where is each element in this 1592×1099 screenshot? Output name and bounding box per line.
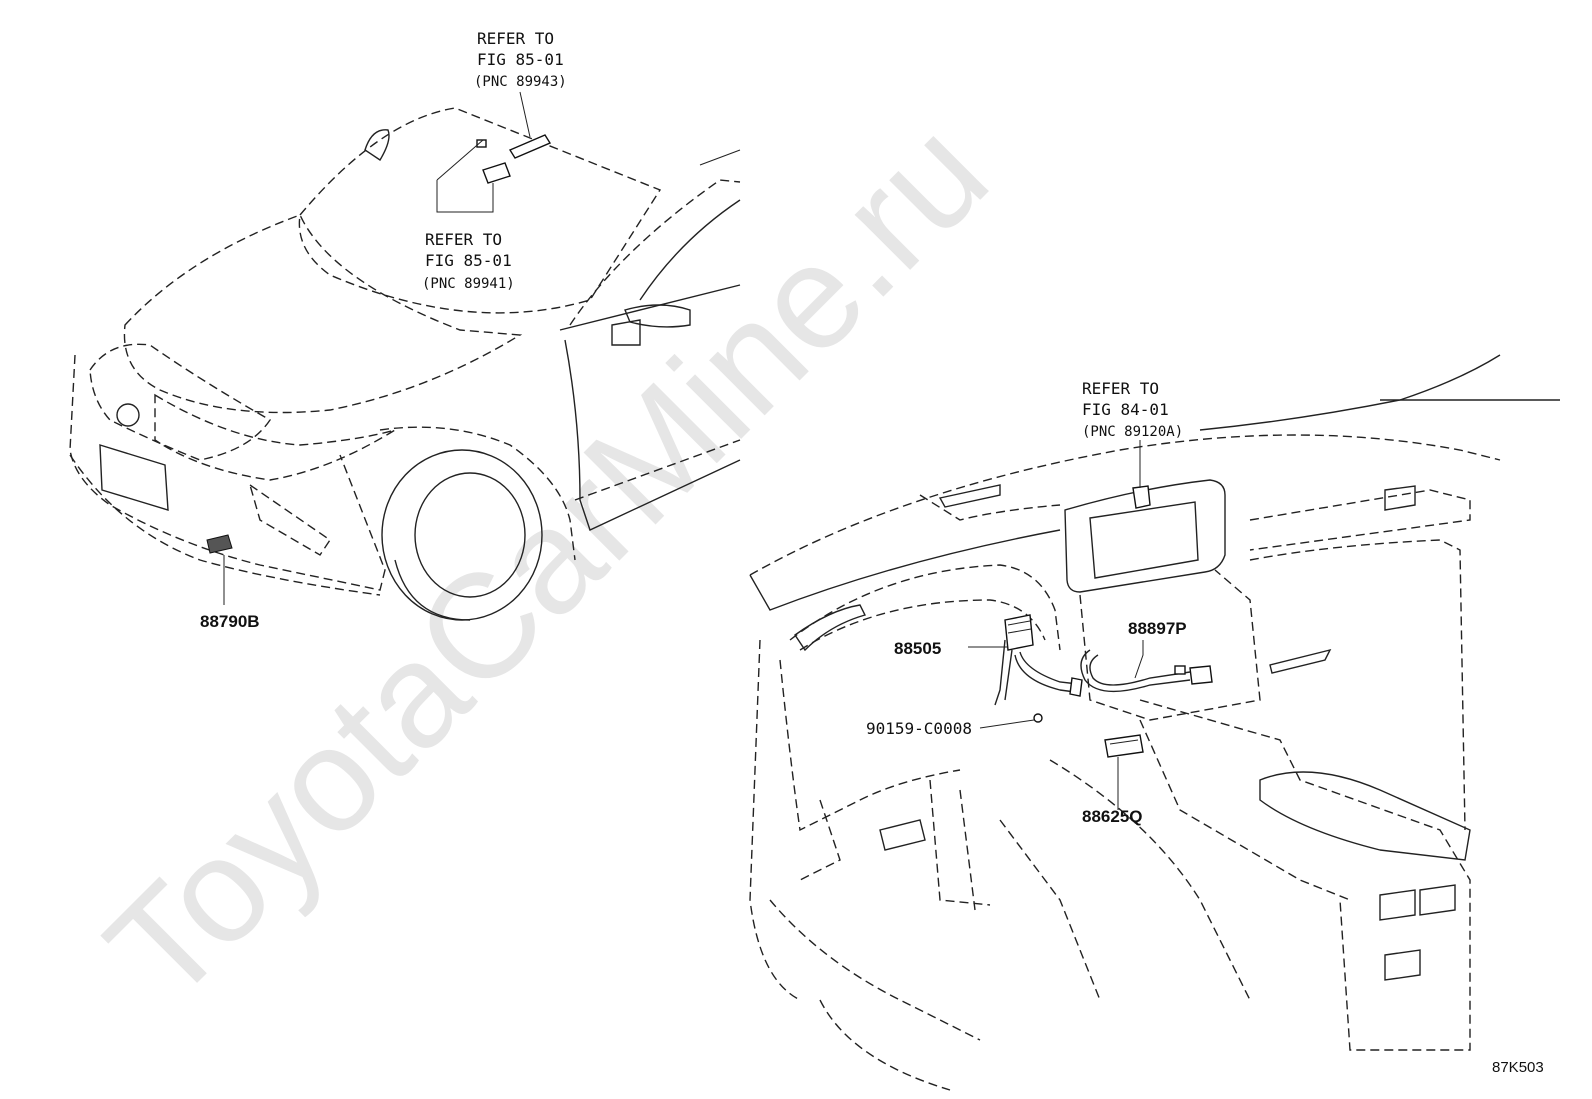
watermark-text: ToyotaCarMine.ru — [76, 90, 1019, 1033]
ref-89120A-line2: FIG 84-01 — [1082, 400, 1169, 419]
ref-89120A-line1: REFER TO — [1082, 379, 1159, 398]
rain-sensor-bracket — [508, 134, 552, 159]
leaders-left — [223, 91, 531, 605]
leaders-right — [968, 440, 1144, 810]
reference-89941: REFER TO FIG 85-01 (PNC 89941) — [422, 230, 515, 292]
part-label-88625Q: 88625Q — [1082, 807, 1143, 826]
ref-89943-line3: (PNC 89943) — [474, 74, 567, 90]
reference-89120A: REFER TO FIG 84-01 (PNC 89120A) — [1082, 379, 1183, 440]
ref-89943-line1: REFER TO — [477, 29, 554, 48]
camera-sensor — [482, 162, 511, 184]
connector-89120A — [1132, 485, 1151, 509]
car-exterior-drawing — [69, 107, 741, 621]
gateway-ecu-88505 — [1004, 614, 1034, 651]
ref-89941-line2: FIG 85-01 — [425, 251, 512, 270]
reference-89943: REFER TO FIG 85-01 (PNC 89943) — [474, 29, 567, 90]
ref-89943-line2: FIG 85-01 — [477, 50, 564, 69]
ref-89120A-line3: (PNC 89120A) — [1082, 424, 1183, 440]
sensor-88790B — [206, 534, 233, 554]
part-label-88897P: 88897P — [1128, 619, 1187, 638]
part-label-90159-C0008: 90159-C0008 — [866, 719, 972, 738]
interior-drawing — [749, 354, 1560, 1091]
switch-88625Q — [1104, 734, 1144, 758]
clip-90159 — [1033, 713, 1043, 723]
part-label-88505: 88505 — [894, 639, 941, 658]
ref-89941-line1: REFER TO — [425, 230, 502, 249]
ref-89941-line3: (PNC 89941) — [422, 276, 515, 292]
figure-code: 87K503 — [1492, 1059, 1544, 1076]
part-label-88790B: 88790B — [200, 612, 260, 631]
